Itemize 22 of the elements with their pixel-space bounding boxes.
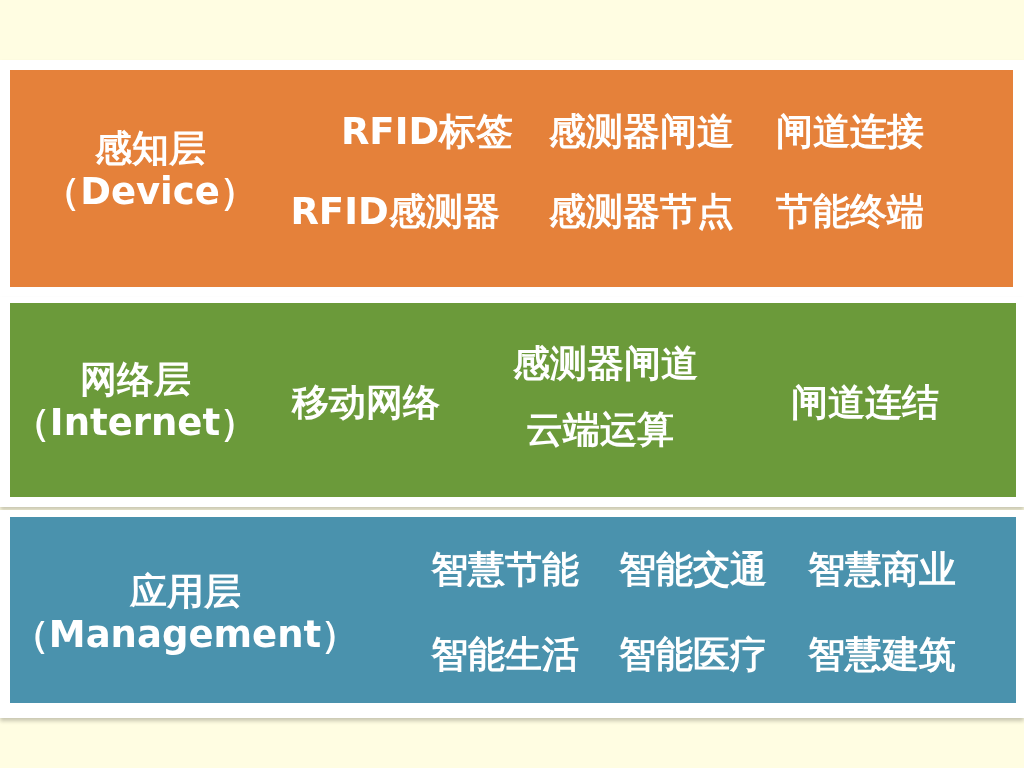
layer-item-label: 节能终端 xyxy=(776,190,924,234)
layer-band xyxy=(10,303,1016,497)
layer-item-label: 智慧节能 xyxy=(431,548,579,592)
layer-item-label: 智能医疗 xyxy=(619,633,767,677)
layer-item-label: 移动网络 xyxy=(292,381,440,425)
layer-item-label: 闸道连接 xyxy=(776,110,924,154)
layer-item-label: 智能生活 xyxy=(431,633,579,677)
layer-band xyxy=(10,517,1016,703)
layer-band xyxy=(10,70,1013,287)
layer-item-label: RFID感测器 xyxy=(290,190,500,234)
layer-item-label: 云端运算 xyxy=(526,408,674,452)
layer-item-label: 智慧商业 xyxy=(808,548,956,592)
layer-item-label: 感测器节点 xyxy=(548,190,734,234)
layer-item-label: 感测器闸道 xyxy=(548,110,734,154)
layer-heading: 感知层（Device） xyxy=(42,128,258,214)
layer-heading: 网络层（Internet） xyxy=(11,359,259,445)
layer-item-label: 智慧建筑 xyxy=(808,633,956,677)
layer-item-label: 闸道连结 xyxy=(791,381,939,425)
layer-heading: 应用层（Management） xyxy=(10,571,360,657)
layer-item-label: 感测器闸道 xyxy=(512,342,698,386)
layer-item-label: RFID标签 xyxy=(340,110,514,154)
layer-item-label: 智能交通 xyxy=(619,548,767,592)
